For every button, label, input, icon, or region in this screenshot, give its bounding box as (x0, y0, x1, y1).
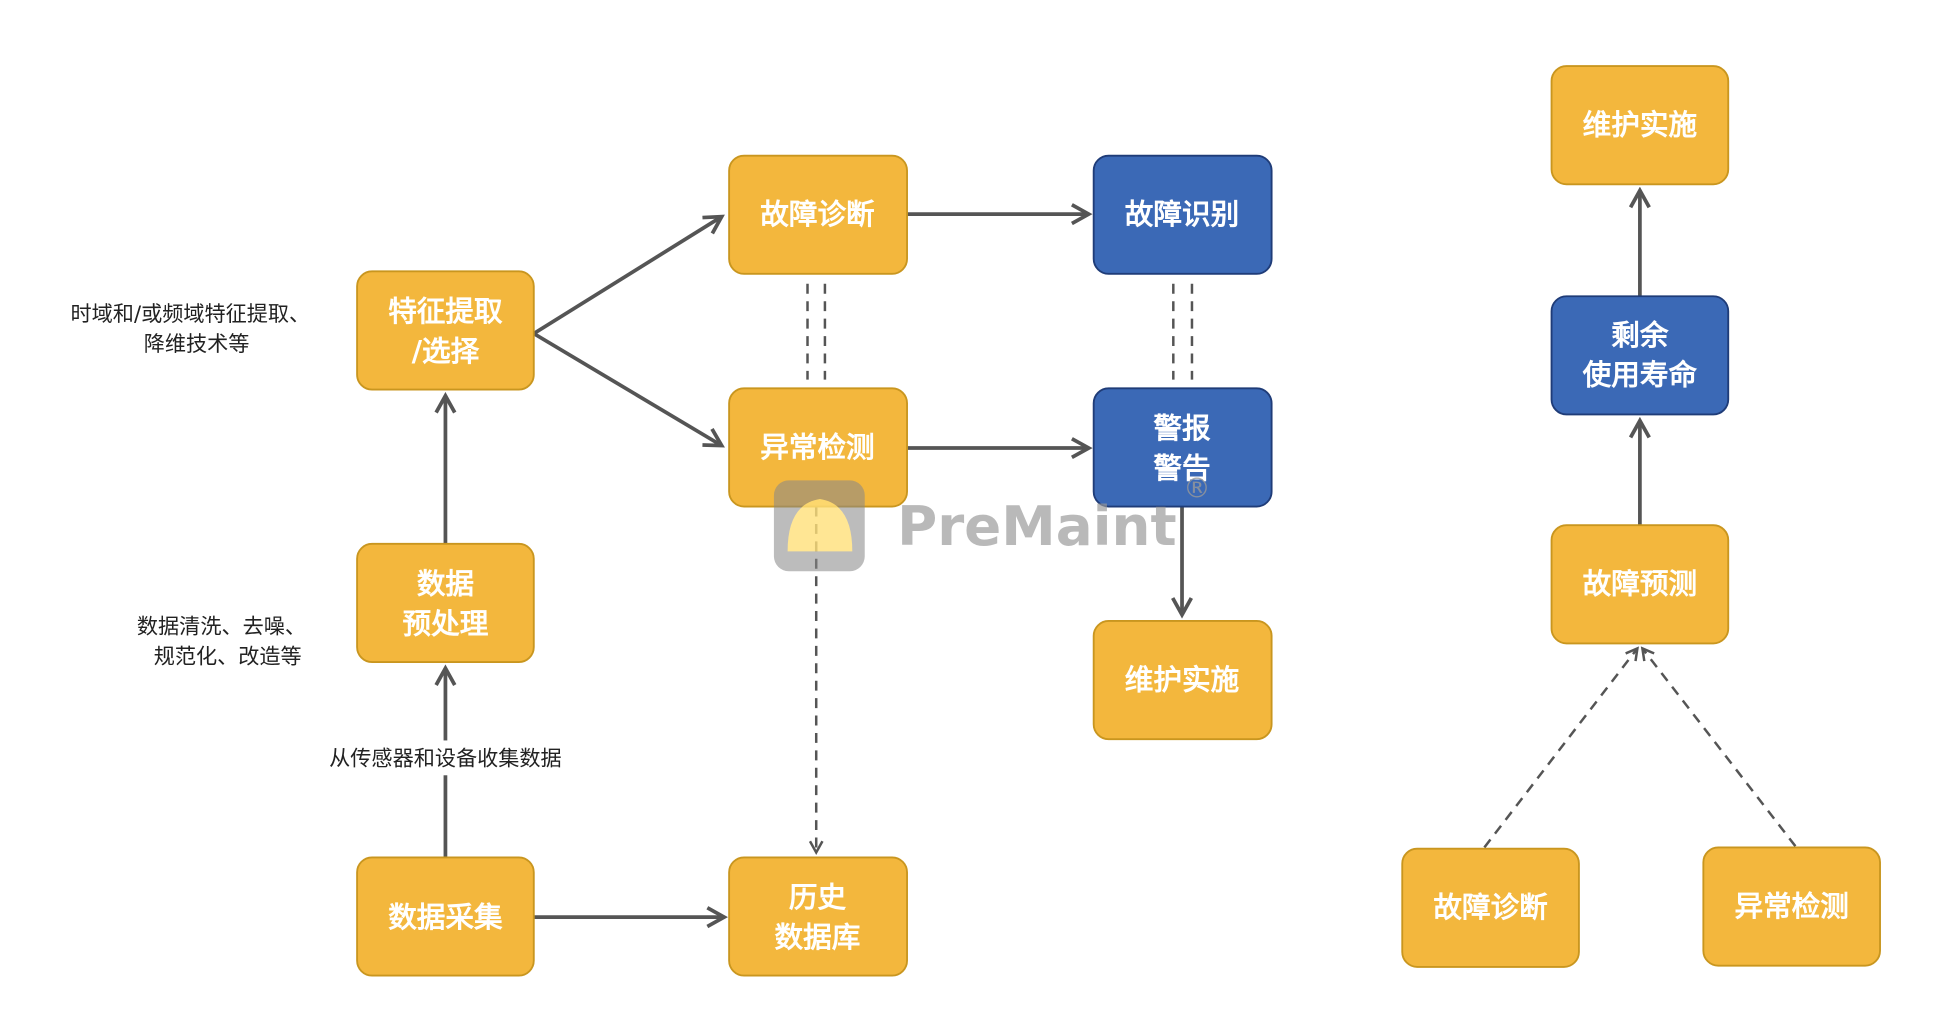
node-label: 异常检测 (760, 430, 874, 464)
arrow-feature-to-diagnosis (532, 217, 722, 336)
watermark-text: PreMaint (897, 494, 1177, 558)
registered-mark: ® (1183, 474, 1210, 505)
node-right-diagnosis: 故障诊断 (1401, 847, 1580, 968)
node-label: 使用寿命 (1582, 358, 1698, 392)
node-history-db: 历史 数据库 (728, 856, 908, 977)
node-label: 历史 (789, 880, 847, 914)
node-alarm: 警报 警告 (1092, 387, 1273, 508)
node-fault-diagnosis: 故障诊断 (728, 154, 908, 275)
connectors (445, 190, 1797, 917)
node-right-maintenance: 维护实施 (1550, 65, 1730, 186)
node-preprocess: 数据 预处理 (356, 542, 535, 663)
node-label: 数据采集 (388, 900, 503, 934)
node-right-anomaly: 异常检测 (1702, 846, 1881, 967)
node-anomaly-detection: 异常检测 (728, 387, 908, 508)
dashed-diagnosis-to-predict (1483, 648, 1637, 849)
node-label: 故障诊断 (1433, 890, 1548, 924)
note-collect: 从传感器和设备收集数据 (329, 745, 562, 770)
node-maintenance: 维护实施 (1092, 620, 1273, 741)
node-label: 异常检测 (1734, 889, 1848, 923)
note-preprocess: 数据清洗、去噪、 (137, 613, 306, 638)
node-right-prediction: 故障预测 (1550, 524, 1730, 645)
dashed-anomaly-to-predict (1642, 648, 1797, 847)
node-label: 维护实施 (1583, 108, 1698, 142)
node-label: 故障预测 (1583, 567, 1697, 601)
node-label: 数据 (417, 567, 474, 601)
node-label: 故障识别 (1125, 197, 1239, 231)
node-data-collection: 数据采集 (356, 856, 535, 977)
node-label: 故障诊断 (760, 197, 875, 231)
node-fault-identification: 故障识别 (1092, 154, 1273, 275)
node-label: 特征提取 (388, 294, 503, 328)
arrow-feature-to-anomaly (532, 331, 722, 446)
note-feature: 时域和/或频域特征提取、 (71, 301, 311, 326)
node-label: 警告 (1153, 451, 1210, 485)
node-feature-extraction: 特征提取 /选择 (356, 270, 535, 391)
note-feature: 降维技术等 (144, 331, 250, 356)
node-label: 剩余 (1611, 318, 1669, 352)
watermark: PreMaint ® (773, 474, 1211, 572)
node-right-rul: 剩余 使用寿命 (1550, 295, 1730, 416)
note-preprocess: 规范化、改造等 (154, 643, 302, 668)
node-label: /选择 (412, 334, 480, 368)
node-label: 警报 (1153, 411, 1211, 445)
node-label: 数据库 (775, 920, 861, 954)
node-label: 预处理 (403, 606, 489, 640)
helmet-icon (787, 499, 853, 552)
node-label: 维护实施 (1125, 662, 1240, 696)
